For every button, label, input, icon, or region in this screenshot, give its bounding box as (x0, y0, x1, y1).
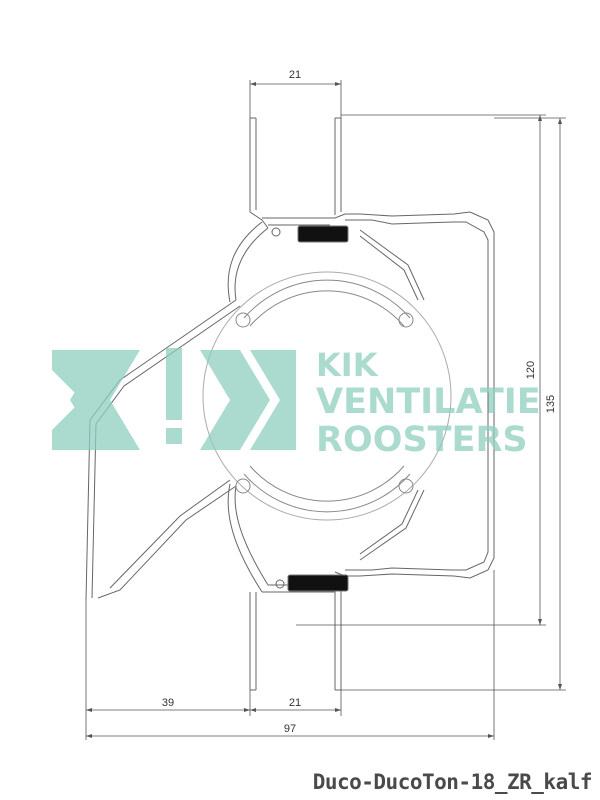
dim-bottom-left: 39 (162, 697, 174, 709)
watermark-line3: ROOSTERS (316, 420, 528, 460)
dim-top-width: 21 (289, 69, 301, 81)
seals (271, 225, 349, 592)
dimension-arrows (86, 82, 562, 738)
dim-inner-height: 120 (525, 361, 537, 379)
dim-bottom-mid: 21 (289, 697, 301, 709)
dim-overall-width: 97 (284, 723, 296, 735)
dimension-lines (85, 80, 566, 740)
dim-outer-height: 135 (545, 395, 557, 413)
watermark-line2: VENTILATIE (316, 382, 541, 422)
watermark: KIK VENTILATIE ROOSTERS (52, 346, 541, 460)
rotor (202, 271, 452, 521)
top-seal (297, 225, 349, 243)
watermark-line1: KIK (316, 346, 379, 384)
bottom-seal (287, 574, 349, 592)
drawing-caption: Duco-DucoTon-18_ZR_kalf (312, 770, 593, 794)
frame-profile (227, 117, 495, 691)
watermark-logo-icon (52, 348, 296, 450)
